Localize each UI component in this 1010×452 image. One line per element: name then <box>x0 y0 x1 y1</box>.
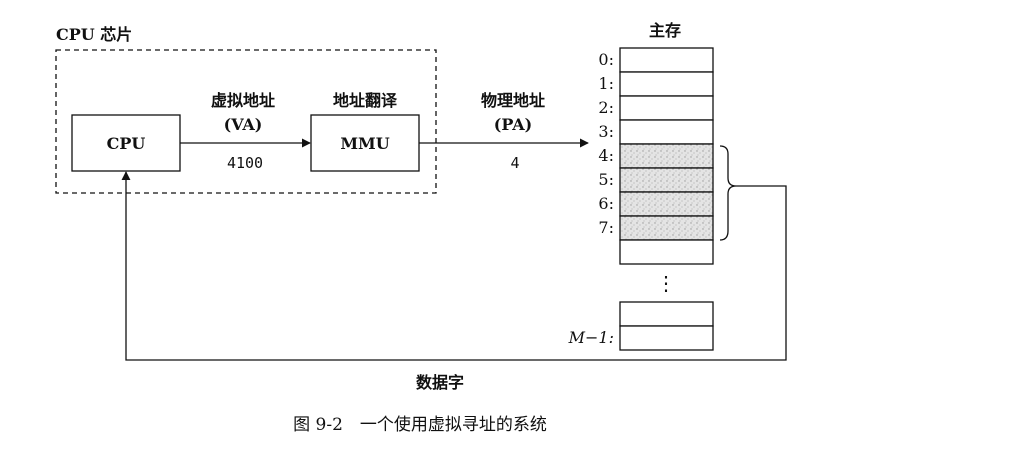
memory-last-address-1: M−1: <box>568 328 614 347</box>
memory-cell-8 <box>619 239 714 265</box>
memory-address-5: 5: <box>598 170 614 189</box>
memory-address-0: 0: <box>598 50 614 69</box>
memory-address-2: 2: <box>598 98 614 117</box>
va-value: 4100 <box>227 154 263 172</box>
memory-address-1: 1: <box>598 74 614 93</box>
memory-last-rows: M−1: <box>568 301 714 351</box>
mmu-box <box>310 114 420 172</box>
memory-cell-5 <box>619 167 714 193</box>
memory-cell-7 <box>619 215 714 241</box>
data-word-brace <box>719 145 737 241</box>
memory-address-3: 3: <box>598 122 614 141</box>
cpu-label: CPU <box>107 134 146 153</box>
cpu-chip-boundary <box>55 49 437 194</box>
mmu-label: MMU <box>340 134 389 153</box>
cpu-box <box>71 114 181 172</box>
memory-cell-1 <box>619 71 714 97</box>
memory-address-4: 4: <box>598 146 614 165</box>
memory-cell-0 <box>619 47 714 73</box>
memory-last-cell-1 <box>619 325 714 351</box>
memory-address-6: 6: <box>598 194 614 213</box>
memory-address-7: 7: <box>598 218 614 237</box>
memory-last-cell-0 <box>619 301 714 327</box>
memory-title: 主存 <box>649 21 681 40</box>
translate-label: 地址翻译 <box>333 91 398 110</box>
memory-cell-6 <box>619 191 714 217</box>
data-word-label: 数据字 <box>416 373 464 392</box>
memory-cell-3 <box>619 119 714 145</box>
figure-caption: 图 9-2 一个使用虚拟寻址的系统 <box>293 414 547 435</box>
memory-cell-2 <box>619 95 714 121</box>
pa-label-line1: 物理地址 <box>481 91 545 110</box>
data-word-return-arrow <box>121 171 787 361</box>
pa-value: 4 <box>510 154 519 172</box>
memory-ellipsis: ⋮ <box>656 271 676 295</box>
memory-cell-4 <box>619 143 714 169</box>
pa-label-line2: (PA) <box>494 115 532 134</box>
va-label-line2: (VA) <box>224 115 263 134</box>
memory-rows: 0: 1: 2: 3: 4: 5: 6: 7: <box>598 47 714 265</box>
va-label-line1: 虚拟地址 <box>211 91 275 110</box>
cpu-chip-label: CPU 芯片 <box>56 25 132 44</box>
